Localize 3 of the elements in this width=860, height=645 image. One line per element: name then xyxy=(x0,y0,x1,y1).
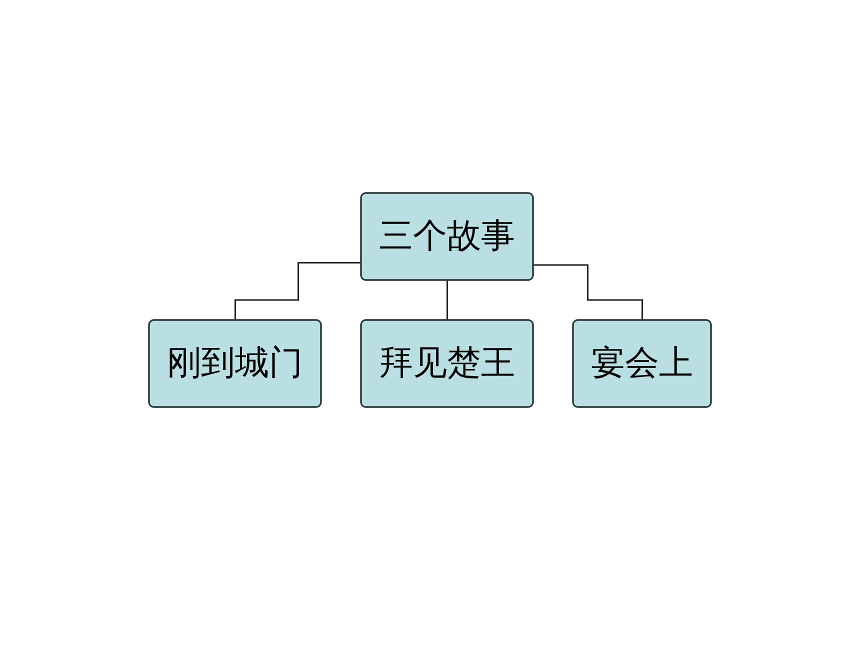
connector xyxy=(446,280,448,322)
connector xyxy=(534,264,644,322)
connector xyxy=(234,262,362,322)
